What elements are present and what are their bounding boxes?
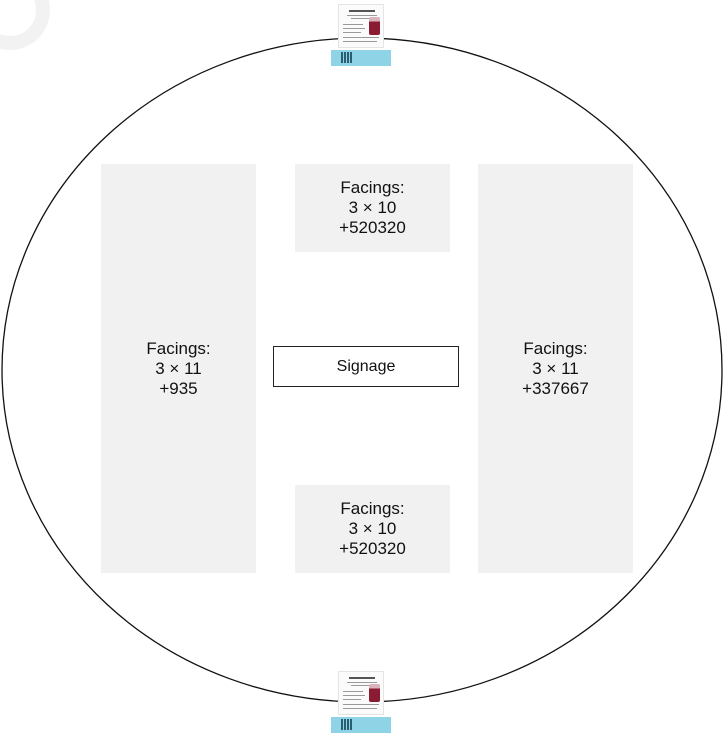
qr-code-icon (341, 719, 352, 730)
facings-label: Facings: (523, 338, 588, 358)
facings-code: +935 (159, 378, 198, 398)
thumbnail-page (338, 671, 384, 715)
bottom-recipe-card-thumbnail[interactable] (331, 671, 391, 733)
signage-box[interactable]: Signage (273, 346, 459, 387)
drink-icon (369, 684, 380, 702)
facings-panel-right[interactable]: Facings: 3 × 11 +337667 (478, 164, 633, 573)
facings-label: Facings: (146, 338, 211, 358)
facings-code: +337667 (522, 378, 589, 398)
facings-code: +520320 (339, 539, 406, 558)
drink-icon (369, 17, 380, 35)
signage-label: Signage (336, 357, 396, 375)
top-recipe-card-thumbnail[interactable] (331, 4, 391, 66)
thumbnail-footer (331, 717, 391, 733)
facings-panel-left[interactable]: Facings: 3 × 11 +935 (101, 164, 256, 573)
facings-code: +520320 (339, 218, 406, 237)
thumbnail-page (338, 4, 384, 48)
facings-size: 3 × 11 (155, 358, 202, 378)
facings-panel-bottom[interactable]: Facings: 3 × 10 +520320 (295, 485, 450, 573)
facings-size: 3 × 10 (348, 519, 397, 538)
facings-label: Facings: (340, 178, 405, 197)
qr-code-icon (341, 52, 352, 63)
facings-size: 3 × 10 (348, 198, 397, 217)
facings-label: Facings: (340, 499, 405, 518)
facings-size: 3 × 11 (532, 358, 579, 378)
thumbnail-footer (331, 50, 391, 66)
facings-panel-top[interactable]: Facings: 3 × 10 +520320 (295, 164, 450, 252)
